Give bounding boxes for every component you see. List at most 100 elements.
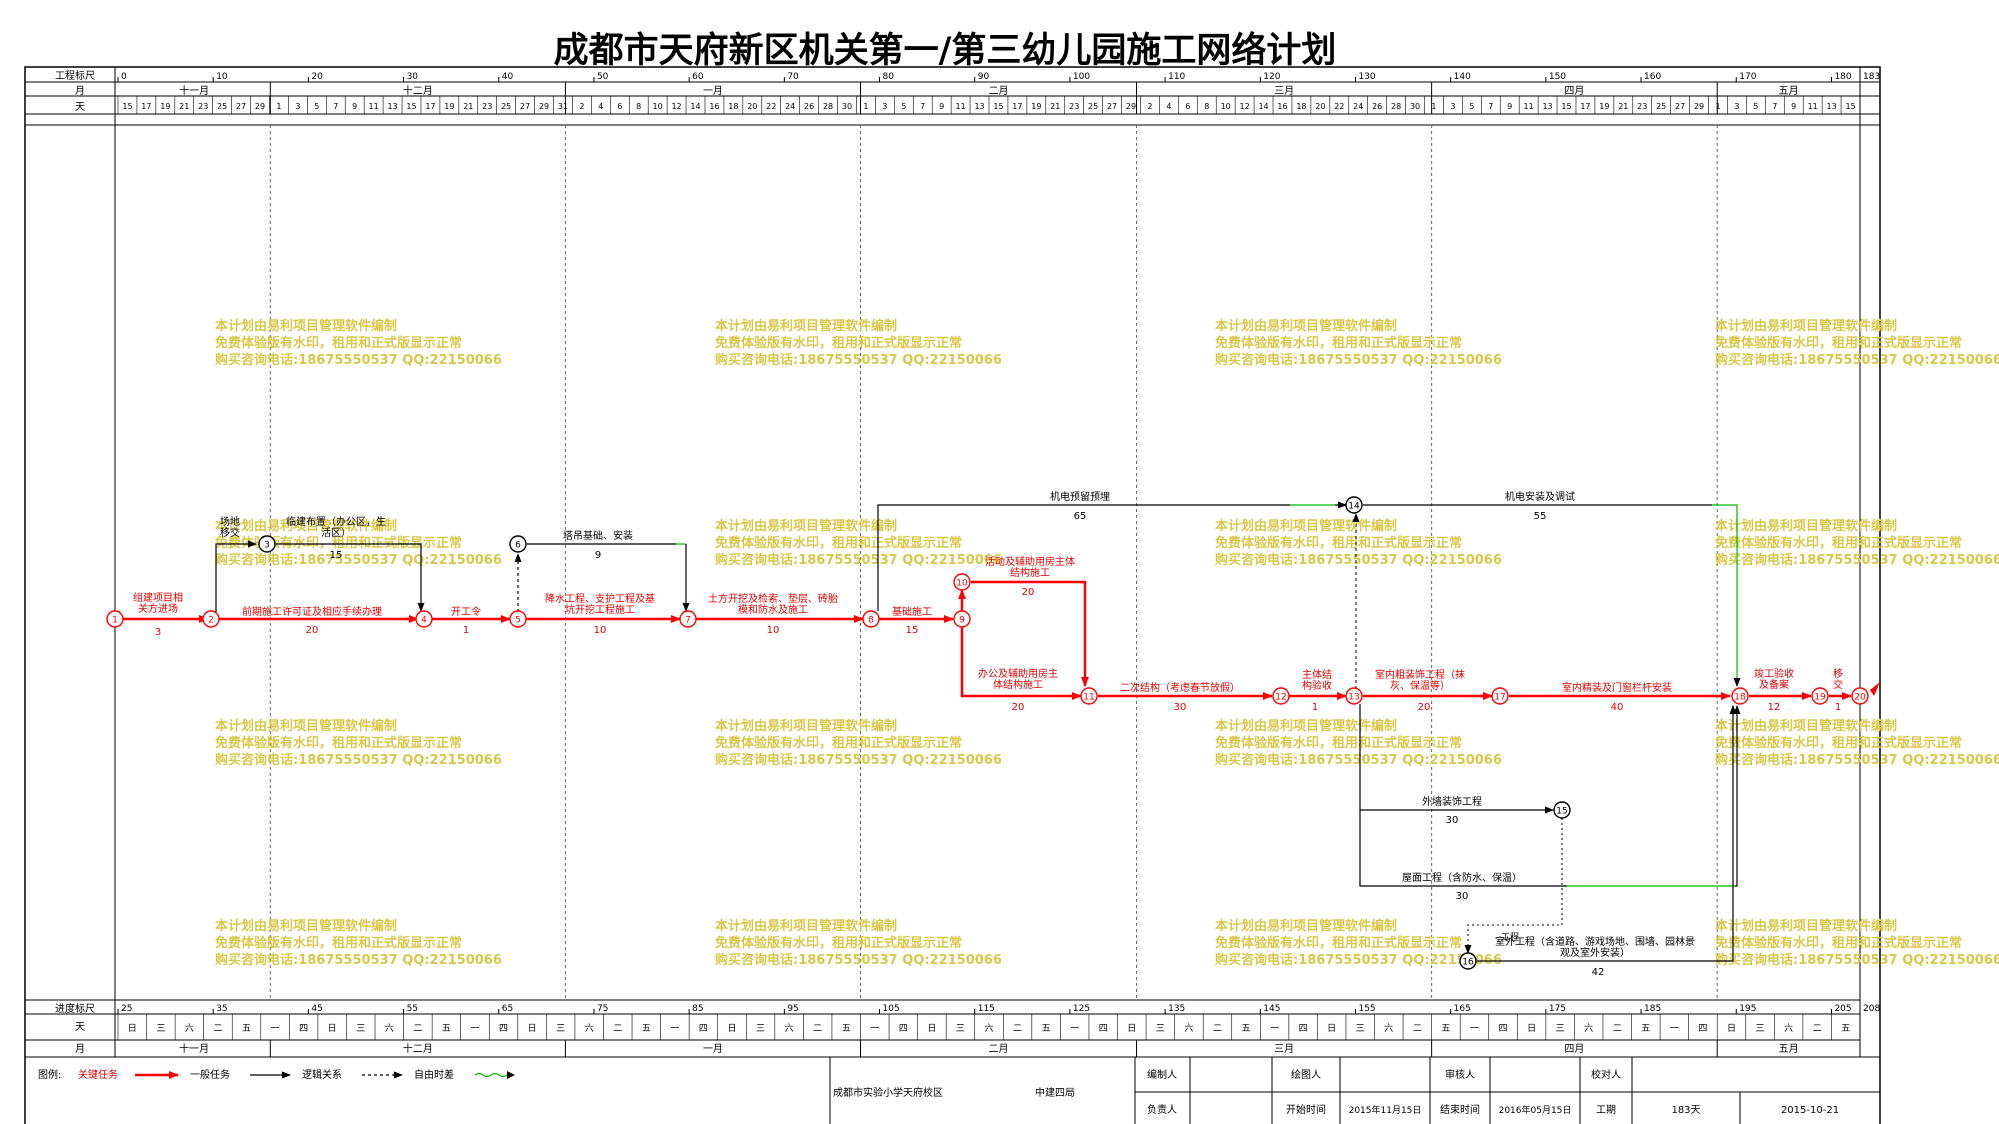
footer-editor-label: 编制人: [1147, 1068, 1177, 1081]
watermark-text: 本计划由易利项目管理软件编制: [215, 318, 397, 334]
node-17: [1491, 687, 1509, 705]
node-15: [1553, 801, 1571, 819]
work-scale-label: 150: [1549, 72, 1566, 82]
watermark-text: 免费体验版有水印，租用和正式版显示正常: [715, 335, 962, 351]
task-dur-t2: 20: [306, 625, 319, 636]
watermark-text: 免费体验版有水印，租用和正式版显示正常: [1715, 535, 1962, 551]
weekday-label: 一: [1070, 1024, 1079, 1034]
task-dur-t16: 40: [1611, 702, 1624, 713]
day-label: 5: [1469, 102, 1474, 111]
day-label: 5: [901, 102, 906, 111]
weekday-label: 二: [613, 1024, 622, 1034]
weekday-label: 日: [1727, 1023, 1736, 1034]
footer-builder: 中建四局: [1035, 1086, 1075, 1099]
task-label-t23: 工程: [1501, 932, 1519, 943]
day-label: 13: [387, 102, 397, 111]
node-label-16: 16: [1462, 958, 1474, 968]
day-label: 29: [255, 102, 265, 111]
node-label-6: 6: [515, 541, 521, 551]
month-top-label: 五月: [1779, 85, 1799, 97]
watermark-text: 购买咨询电话:18675550537 QQ:22150066: [215, 352, 502, 368]
progress-scale-label: 45: [311, 1004, 322, 1014]
node-label-8: 8: [868, 616, 874, 626]
weekday-label: 六: [1584, 1022, 1593, 1034]
node-label-9: 9: [959, 616, 965, 626]
progress-scale-label: 85: [692, 1004, 703, 1014]
day-label: 2: [579, 102, 584, 111]
progress-scale-label: 175: [1549, 1004, 1566, 1014]
row-label-progress-scale: 进度标尺: [55, 1002, 95, 1015]
node-12: [1272, 687, 1290, 705]
weekday-label: 日: [528, 1023, 537, 1034]
weekday-label: 三: [1756, 1024, 1765, 1034]
progress-scale-label: 25: [121, 1004, 132, 1014]
task-label-t19: 屋面工程（含防水、保温）: [1402, 871, 1522, 884]
day-label: 26: [804, 102, 814, 111]
day-label: 3: [1450, 102, 1455, 111]
day-label: 3: [882, 102, 887, 111]
task-dur-t9: 15: [906, 625, 919, 636]
task-dur-t1: 3: [155, 627, 161, 638]
node-label-3: 3: [264, 541, 270, 551]
day-label: 28: [1391, 102, 1401, 111]
progress-scale-label: 155: [1358, 1004, 1375, 1014]
task-label-t15: 室内粗装饰工程（抹灰、保温等）: [1375, 668, 1465, 692]
weekday-label: 日: [1327, 1023, 1336, 1034]
weekday-label: 五: [242, 1024, 251, 1034]
day-label: 10: [653, 102, 663, 111]
month-top-label: 一月: [703, 85, 723, 97]
node-7: [679, 610, 697, 628]
node-16: [1459, 952, 1477, 970]
day-label: 1: [1715, 102, 1720, 111]
day-label: 26: [1372, 102, 1382, 111]
watermark-text: 购买咨询电话:18675550537 QQ:22150066: [1215, 352, 1502, 368]
row-label-weekday: 天: [75, 1022, 85, 1033]
watermark-text: 本计划由易利项目管理软件编制: [215, 918, 397, 934]
watermark-text: 购买咨询电话:18675550537 QQ:22150066: [1715, 552, 1999, 568]
day-label: 27: [236, 102, 246, 111]
arrow-13-18a: [1359, 810, 1567, 887]
watermark-text: 本计划由易利项目管理软件编制: [715, 918, 897, 934]
watermark-text: 购买咨询电话:18675550537 QQ:22150066: [1215, 952, 1502, 968]
task-dur-t10: 65: [1074, 511, 1087, 522]
weekday-label: 三: [356, 1024, 365, 1034]
work-scale-label: 90: [978, 72, 990, 82]
day-label: 19: [444, 102, 454, 111]
task-label-t3: 场地移交: [220, 515, 240, 539]
weekday-label: 日: [1527, 1023, 1536, 1034]
month-bottom-label: 十二月: [403, 1042, 433, 1055]
watermark-text: 购买咨询电话:18675550537 QQ:22150066: [215, 752, 502, 768]
day-label: 17: [1012, 102, 1022, 111]
day-label: 29: [539, 102, 549, 111]
node-5: [509, 610, 527, 628]
day-label: 28: [823, 102, 833, 111]
weekday-label: 三: [1356, 1024, 1365, 1034]
watermark-text: 购买咨询电话:18675550537 QQ:22150066: [1715, 952, 1999, 968]
day-label: 7: [920, 102, 925, 111]
legend-float-wave: [474, 1072, 508, 1078]
day-label: 11: [369, 102, 379, 111]
task-dur-t5: 1: [463, 625, 469, 636]
task-label-t12: 办公及辅助用房主体结构施工: [978, 667, 1058, 691]
work-scale-label: 160: [1644, 72, 1661, 82]
weekday-label: 六: [984, 1022, 993, 1034]
weekday-label: 三: [1156, 1024, 1165, 1034]
work-scale-label: 130: [1358, 72, 1375, 82]
day-label: 14: [1258, 102, 1268, 111]
day-label: 13: [974, 102, 984, 111]
month-bottom-label: 四月: [1564, 1043, 1584, 1055]
day-label: 7: [333, 102, 338, 111]
footer-duration-value: 183天: [1671, 1105, 1700, 1116]
weekday-label: 一: [1670, 1024, 1679, 1034]
day-label: 15: [993, 102, 1003, 111]
weekday-label: 四: [699, 1024, 708, 1034]
legend-critical-text: 关键任务: [78, 1068, 118, 1081]
node-label-13: 13: [1348, 693, 1359, 703]
weekday-label: 二: [1413, 1024, 1422, 1034]
day-label: 15: [406, 102, 416, 111]
progress-scale-label: 205: [1834, 1004, 1851, 1014]
month-top-label: 十二月: [403, 84, 433, 97]
month-bottom-label: 一月: [703, 1043, 723, 1055]
day-label: 13: [1827, 102, 1837, 111]
